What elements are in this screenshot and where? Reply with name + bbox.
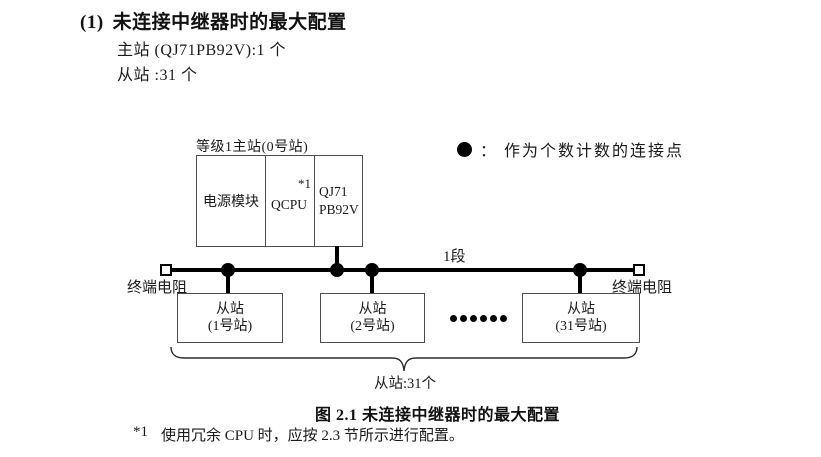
pb92v-label-line1: QJ71 [319,184,348,199]
bus-connection-dot [330,263,344,277]
connection-point-dot-icon [457,141,472,157]
cpu-label: QCPU [271,197,308,212]
ellipsis-dot [480,315,487,322]
ellipsis-dot [470,315,477,322]
slave-label-line1: 从站 [216,302,244,317]
legend: ： 作为个数计数的连接点 [457,137,684,161]
slave-total-label: 从站:31个 [373,376,437,392]
power-module-label: 电源模块 [203,195,259,210]
slave-station-box-2: 从站 (2号站) [320,293,425,343]
legend-separator: ： [480,143,497,160]
master-station-label: 等级1主站(0号站) [196,140,309,155]
section-number: (1) [80,12,104,33]
master-spec-line: 主站 (QJ71PB92V):1 个 [117,42,287,59]
segment-label: 1段 [443,249,466,265]
cpu-cell: *1 QCPU [266,156,315,246]
terminator-right-icon [633,264,645,276]
master-connector-line [335,246,339,270]
slave-station-box-1: 从站 (1号站) [177,293,283,343]
slave-label-line2: (2号站) [350,319,395,334]
slave-count-brace [170,347,638,372]
figure-caption: 图 2.1 未连接中继器时的最大配置 [315,407,561,424]
slave-spec-line: 从站 :31 个 [117,67,198,84]
section-heading: (1) 未连接中继器时的最大配置 [80,11,347,35]
slave-station-box-31: 从站 (31号站) [522,293,640,343]
footnote: *1 使用冗余 CPU 时，应按 2.3 节所示进行配置。 [133,424,464,445]
pb92v-label-line2: PB92V [319,202,359,217]
master-station-box: 电源模块 *1 QCPU QJ71 PB92V [196,155,363,247]
bus-line [172,268,633,272]
slave-label-line1: 从站 [567,302,595,317]
ellipsis-dot [450,315,457,322]
pb92v-module-cell: QJ71 PB92V [315,156,362,246]
terminator-left-icon [160,264,172,276]
power-module-cell: 电源模块 [197,156,266,246]
ellipsis-dot [460,315,467,322]
ellipsis-dot [490,315,497,322]
terminator-right-label: 终端电阻 [612,280,673,296]
slave-connector-line [578,270,582,293]
slave-label-line1: 从站 [358,302,387,317]
slave-connector-line [370,270,374,293]
slave-label-line2: (31号站) [555,319,607,334]
cpu-footnote-ref: *1 [298,176,311,191]
ellipsis-dot [500,315,507,322]
ellipsis-dots [450,315,507,322]
footnote-text: 使用冗余 CPU 时，应按 2.3 节所示进行配置。 [161,428,464,444]
slave-connector-line [226,270,230,293]
terminator-left-label: 终端电阻 [127,280,188,296]
legend-text: 作为个数计数的连接点 [504,143,685,160]
section-title: 未连接中继器时的最大配置 [112,12,347,33]
slave-label-line2: (1号站) [207,319,253,334]
footnote-marker: *1 [133,424,148,440]
